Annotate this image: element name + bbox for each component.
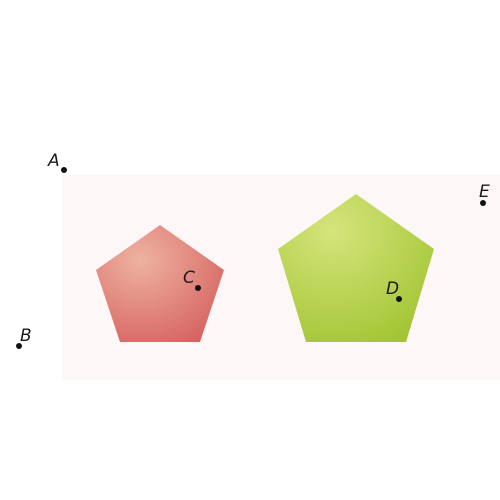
point-b: B xyxy=(16,326,32,349)
small-red-pentagon xyxy=(96,225,224,342)
point-a-dot xyxy=(61,167,67,173)
point-b-dot xyxy=(16,343,22,349)
large-green-pentagon xyxy=(278,194,434,342)
point-e-dot xyxy=(480,200,486,206)
point-d: D xyxy=(386,279,402,302)
point-a-label: A xyxy=(47,151,60,171)
point-c: C xyxy=(183,268,201,291)
point-e: E xyxy=(479,182,490,206)
point-b-label: B xyxy=(20,326,32,346)
point-c-label: C xyxy=(183,268,195,288)
point-d-dot xyxy=(396,296,402,302)
point-c-dot xyxy=(195,285,201,291)
point-e-label: E xyxy=(479,182,490,202)
point-a: A xyxy=(47,151,67,173)
point-d-label: D xyxy=(386,279,399,299)
